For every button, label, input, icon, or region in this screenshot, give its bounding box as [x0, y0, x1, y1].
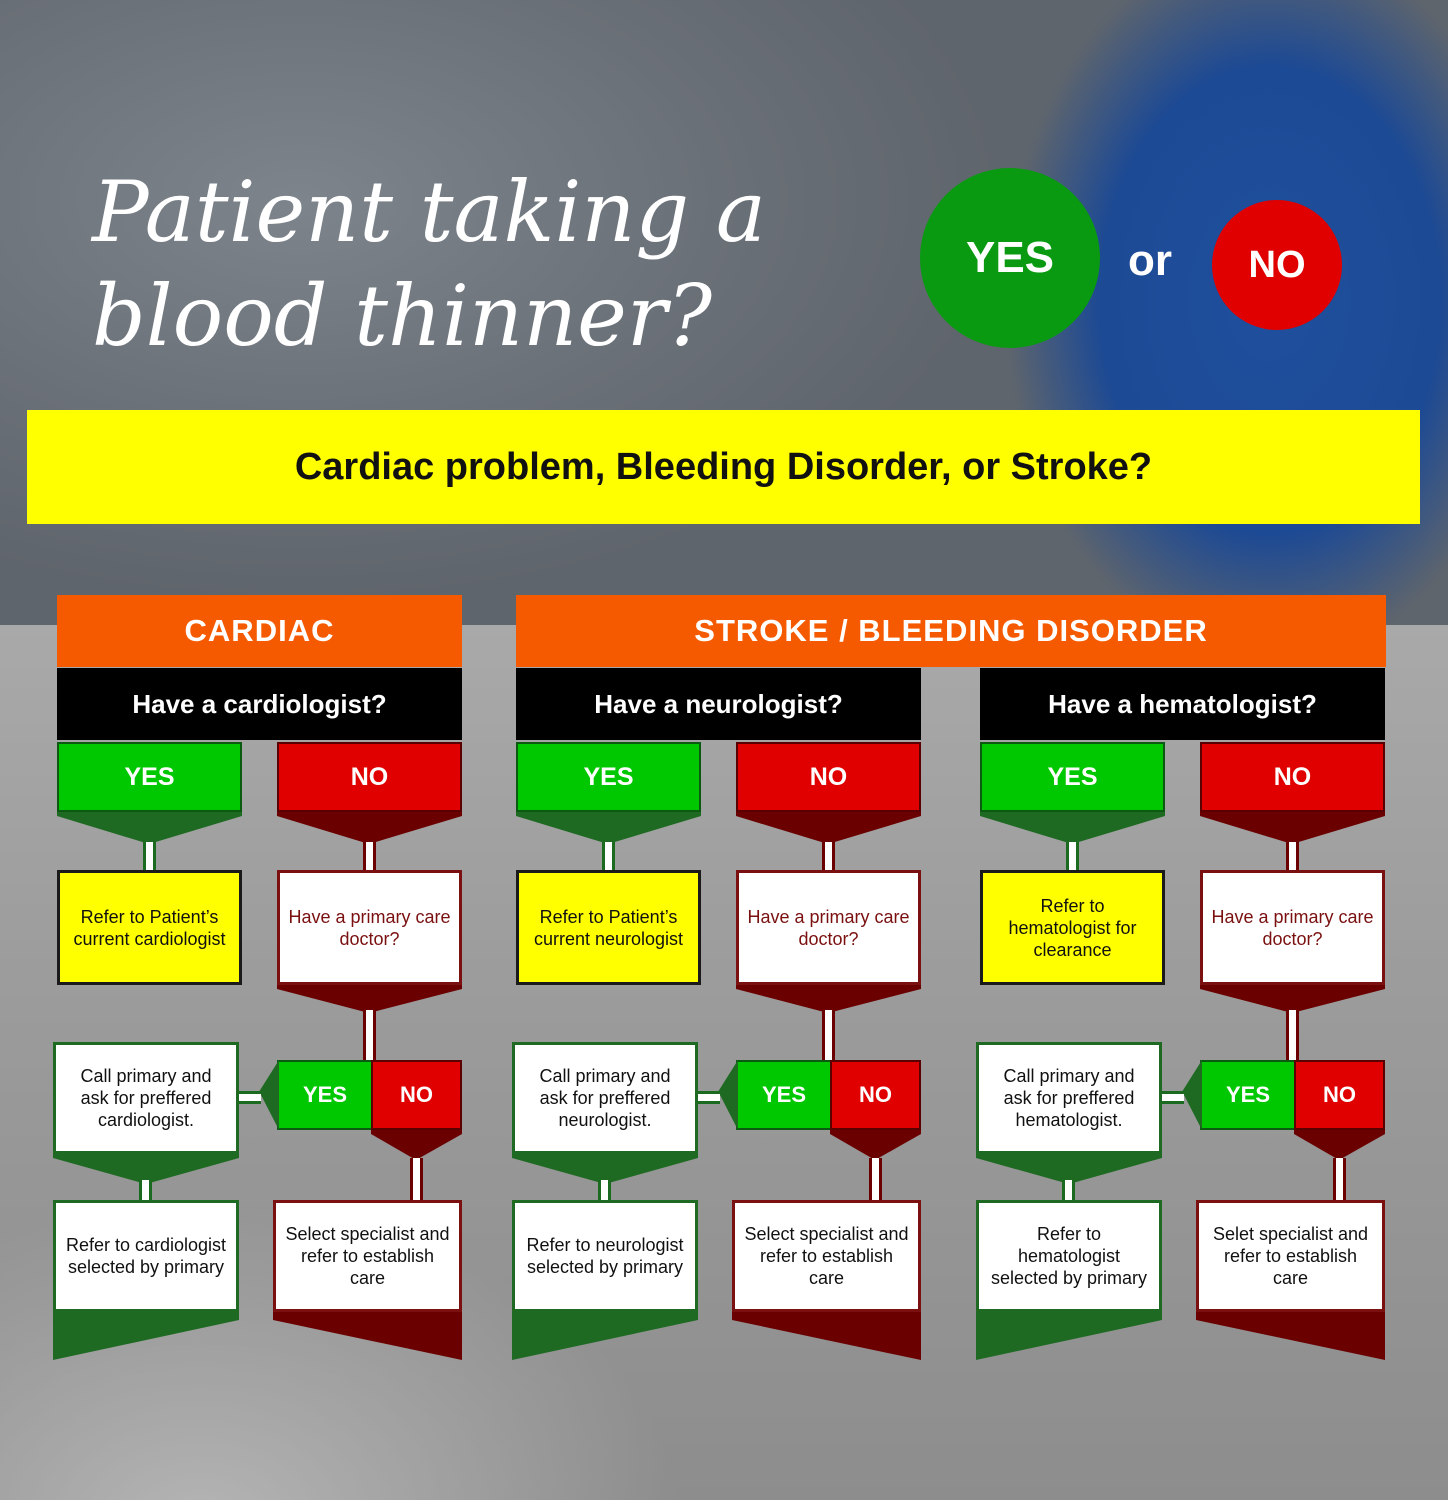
col2-primary-care-pointer	[736, 985, 921, 1013]
col3-yes-connector	[1066, 842, 1079, 870]
col3-call-primary-connector	[1062, 1180, 1075, 1202]
col2-call-primary-connector	[598, 1180, 611, 1202]
col3-sub-no-connector	[1333, 1158, 1346, 1200]
col3-yes-result-box: Refer to hematologist for clearance	[980, 870, 1165, 985]
col2-no-connector	[822, 842, 835, 870]
col3-sub-yes-button[interactable]: YES	[1200, 1060, 1296, 1130]
col1-yes-connector	[143, 842, 156, 870]
col3-primary-care-connector	[1286, 1010, 1299, 1060]
col2-question-bar: Have a neurologist?	[516, 668, 921, 740]
col1-call-primary-connector	[139, 1180, 152, 1202]
col1-refer-selected-tail	[53, 1312, 239, 1360]
col2-yes-connector	[602, 842, 615, 870]
col1-call-primary-box: Call primary and ask for preffered cardi…	[53, 1042, 239, 1154]
col2-no-button[interactable]: NO	[736, 742, 921, 812]
no-circle: NO	[1212, 200, 1342, 330]
col2-sub-yes-pointer	[716, 1060, 738, 1130]
col3-sub-no-pointer	[1294, 1130, 1385, 1160]
col1-primary-care-connector	[363, 1010, 376, 1060]
col1-sub-no-button[interactable]: NO	[371, 1060, 462, 1130]
col3-sub-no-button[interactable]: NO	[1294, 1060, 1385, 1130]
col2-sub-no-connector	[869, 1158, 882, 1200]
col3-no-button[interactable]: NO	[1200, 742, 1385, 812]
question-banner: Cardiac problem, Bleeding Disorder, or S…	[27, 410, 1420, 524]
col1-sub-no-pointer	[371, 1130, 462, 1160]
yes-circle: YES	[920, 168, 1100, 348]
col3-select-specialist-box: Selet specialist and refer to establish …	[1196, 1200, 1385, 1312]
col2-refer-selected-box: Refer to neurologist selected by primary	[512, 1200, 698, 1312]
title-line-1: Patient taking a	[92, 163, 766, 261]
col1-sub-no-connector	[410, 1158, 423, 1200]
col3-yes-pointer	[980, 812, 1165, 844]
col2-refer-selected-tail	[512, 1312, 698, 1360]
category-cardiac-header: CARDIAC	[57, 595, 462, 667]
col2-call-primary-box: Call primary and ask for preffered neuro…	[512, 1042, 698, 1154]
col3-yes-button[interactable]: YES	[980, 742, 1165, 812]
category-stroke-bleeding-header: STROKE / BLEEDING DISORDER	[516, 595, 1386, 667]
col1-no-pointer	[277, 812, 462, 844]
col1-call-primary-pointer	[53, 1154, 239, 1184]
col3-select-specialist-tail	[1196, 1312, 1385, 1360]
col1-primary-care-pointer	[277, 985, 462, 1013]
col1-primary-care-question-box: Have a primary care doctor?	[277, 870, 462, 985]
col3-refer-selected-tail	[976, 1312, 1162, 1360]
col3-call-primary-box: Call primary and ask for preffered hemat…	[976, 1042, 1162, 1154]
col2-primary-care-connector	[822, 1010, 835, 1060]
col1-yes-pointer	[57, 812, 242, 844]
col1-no-button[interactable]: NO	[277, 742, 462, 812]
col3-refer-selected-box: Refer to hematologist selected by primar…	[976, 1200, 1162, 1312]
col1-yes-button[interactable]: YES	[57, 742, 242, 812]
col2-sub-no-button[interactable]: NO	[830, 1060, 921, 1130]
col3-primary-care-pointer	[1200, 985, 1385, 1013]
col2-primary-care-question-box: Have a primary care doctor?	[736, 870, 921, 985]
col1-sub-yes-pointer	[257, 1060, 279, 1130]
col2-yes-result-box: Refer to Patient’s current neurologist	[516, 870, 701, 985]
col1-select-specialist-tail	[273, 1312, 462, 1360]
title-line-2: blood thinner?	[92, 267, 713, 365]
col3-sub-yes-pointer	[1180, 1060, 1202, 1130]
col1-sub-yes-button[interactable]: YES	[277, 1060, 373, 1130]
col1-sub-yes-connector	[239, 1091, 261, 1104]
col1-question-bar: Have a cardiologist?	[57, 668, 462, 740]
col2-sub-yes-button[interactable]: YES	[736, 1060, 832, 1130]
col1-yes-result-box: Refer to Patient’s current cardiologist	[57, 870, 242, 985]
col1-no-connector	[363, 842, 376, 870]
col3-call-primary-pointer	[976, 1154, 1162, 1184]
col2-call-primary-pointer	[512, 1154, 698, 1184]
col3-question-bar: Have a hematologist?	[980, 668, 1385, 740]
col3-sub-yes-connector	[1162, 1091, 1184, 1104]
col3-primary-care-question-box: Have a primary care doctor?	[1200, 870, 1385, 985]
col2-select-specialist-box: Select specialist and refer to establish…	[732, 1200, 921, 1312]
col2-yes-button[interactable]: YES	[516, 742, 701, 812]
col2-no-pointer	[736, 812, 921, 844]
col1-select-specialist-box: Select specialist and refer to establish…	[273, 1200, 462, 1312]
col3-no-pointer	[1200, 812, 1385, 844]
col2-yes-pointer	[516, 812, 701, 844]
page-title: Patient taking a blood thinner?	[92, 160, 892, 368]
col2-sub-no-pointer	[830, 1130, 921, 1160]
col2-select-specialist-tail	[732, 1312, 921, 1360]
col3-no-connector	[1286, 842, 1299, 870]
or-label: or	[1128, 236, 1172, 285]
col2-sub-yes-connector	[698, 1091, 720, 1104]
col1-refer-selected-box: Refer to cardiologist selected by primar…	[53, 1200, 239, 1312]
